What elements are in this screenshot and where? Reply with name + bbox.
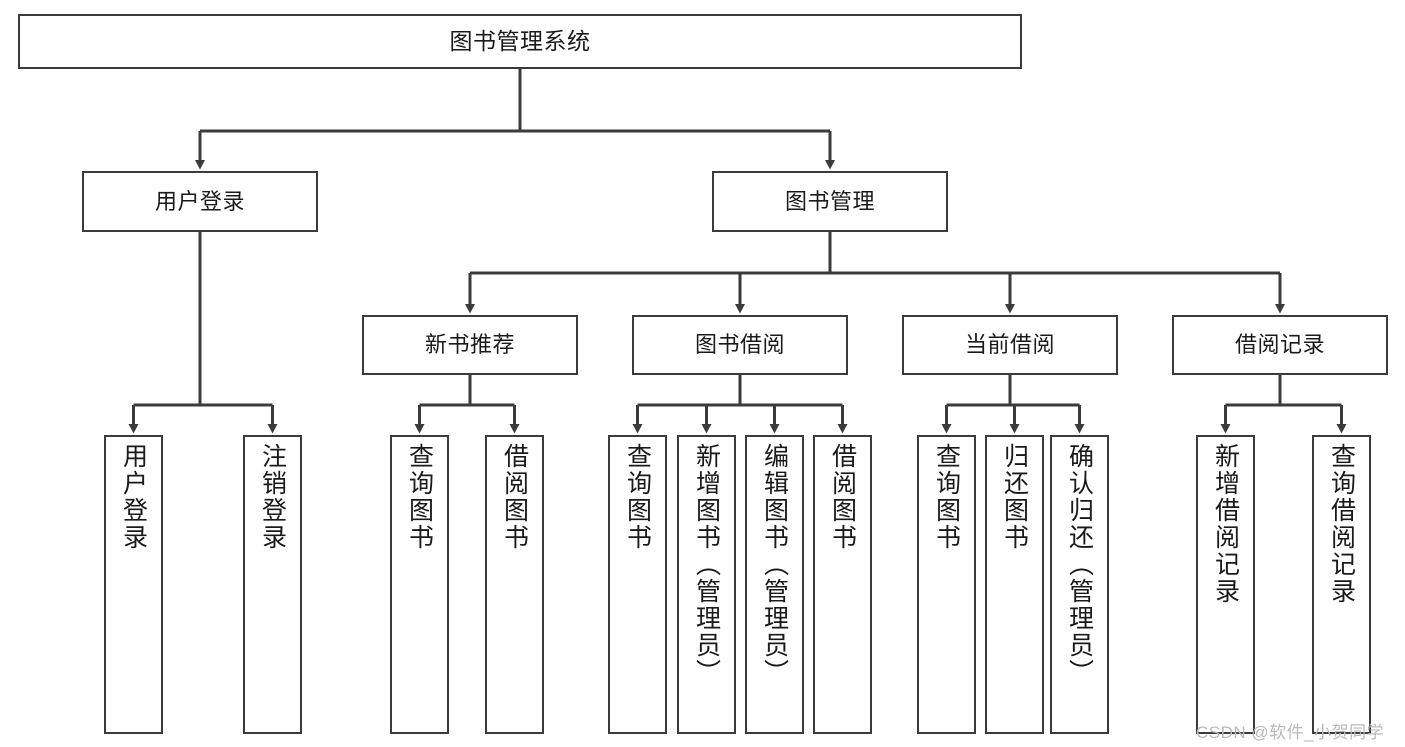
node-book-borrow[interactable]: 图书借阅 <box>632 315 848 375</box>
node-leaf-user-login[interactable]: 用户登录 <box>104 435 163 734</box>
node-label: 图书借阅 <box>694 332 785 358</box>
node-label: 借阅记录 <box>1234 332 1325 358</box>
node-label: 当前借阅 <box>964 332 1055 358</box>
node-label: 借阅图书 <box>828 443 857 551</box>
node-label: 确认归还（管理员） <box>1065 443 1094 686</box>
node-label: 查询借阅记录 <box>1327 443 1356 605</box>
node-leaf-query-record[interactable]: 查询借阅记录 <box>1312 435 1371 734</box>
csdn-watermark: CSDN @软件_小贺同学 <box>1196 723 1385 742</box>
node-borrow-record[interactable]: 借阅记录 <box>1172 315 1388 375</box>
node-label: 图书管理 <box>784 188 875 214</box>
node-label: 用户登录 <box>154 188 245 214</box>
node-current-borrow[interactable]: 当前借阅 <box>902 315 1118 375</box>
node-leaf-query-book-cur[interactable]: 查询图书 <box>917 435 976 734</box>
node-label: 查询图书 <box>623 443 652 551</box>
node-label: 新书推荐 <box>424 332 515 358</box>
node-leaf-edit-book[interactable]: 编辑图书（管理员） <box>745 435 804 734</box>
node-leaf-user-logout[interactable]: 注销登录 <box>243 435 302 734</box>
node-label: 查询图书 <box>932 443 961 551</box>
node-label: 注销登录 <box>258 443 287 551</box>
node-label: 用户登录 <box>119 443 148 551</box>
node-label: 归还图书 <box>1000 443 1029 551</box>
node-leaf-add-book[interactable]: 新增图书（管理员） <box>677 435 736 734</box>
node-label: 借阅图书 <box>500 443 529 551</box>
node-label: 查询图书 <box>405 443 434 551</box>
node-leaf-add-record[interactable]: 新增借阅记录 <box>1196 435 1255 734</box>
node-leaf-confirm-return[interactable]: 确认归还（管理员） <box>1050 435 1109 734</box>
node-label: 图书管理系统 <box>449 27 591 54</box>
node-leaf-query-book-rec[interactable]: 查询图书 <box>390 435 449 734</box>
node-leaf-borrow-book-rec[interactable]: 借阅图书 <box>485 435 544 734</box>
node-new-book-recommend[interactable]: 新书推荐 <box>362 315 578 375</box>
node-leaf-return-book[interactable]: 归还图书 <box>985 435 1044 734</box>
node-label: 编辑图书（管理员） <box>760 443 789 686</box>
node-book-manage[interactable]: 图书管理 <box>712 171 948 232</box>
node-leaf-query-book-borrow[interactable]: 查询图书 <box>608 435 667 734</box>
node-label: 新增图书（管理员） <box>692 443 721 686</box>
node-user-login[interactable]: 用户登录 <box>82 171 318 232</box>
node-root[interactable]: 图书管理系统 <box>18 14 1022 69</box>
node-label: 新增借阅记录 <box>1211 443 1240 605</box>
node-leaf-borrow-book[interactable]: 借阅图书 <box>813 435 872 734</box>
